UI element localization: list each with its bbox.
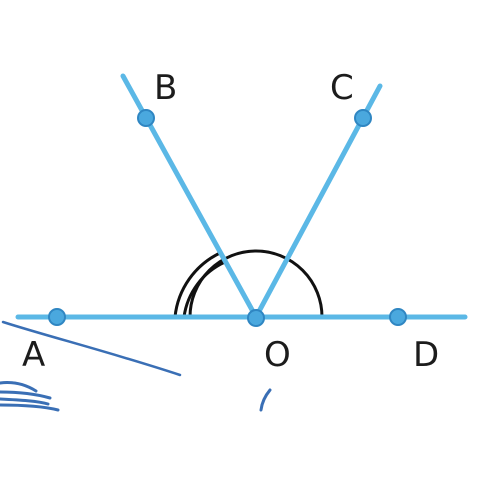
- label-b: B: [154, 68, 177, 108]
- ink-scribble-stroke: [0, 403, 60, 412]
- label-c: C: [330, 68, 354, 108]
- ink-scribble-stroke: [0, 381, 38, 393]
- ink-scribble-stroke: [259, 388, 272, 412]
- arc-angle-bod: [188, 249, 324, 318]
- label-o: O: [264, 335, 291, 375]
- ink-scribble-stroke: [0, 390, 52, 400]
- point-a: [48, 308, 66, 326]
- arc-angle-aob-outer: [173, 251, 221, 318]
- ink-scribble-stroke: [1, 320, 182, 377]
- point-b: [137, 109, 155, 127]
- point-o: [247, 309, 265, 327]
- label-d: D: [413, 335, 439, 375]
- ink-scribble-stroke: [0, 397, 50, 406]
- label-a: A: [22, 335, 45, 375]
- point-c: [354, 109, 372, 127]
- point-d: [389, 308, 407, 326]
